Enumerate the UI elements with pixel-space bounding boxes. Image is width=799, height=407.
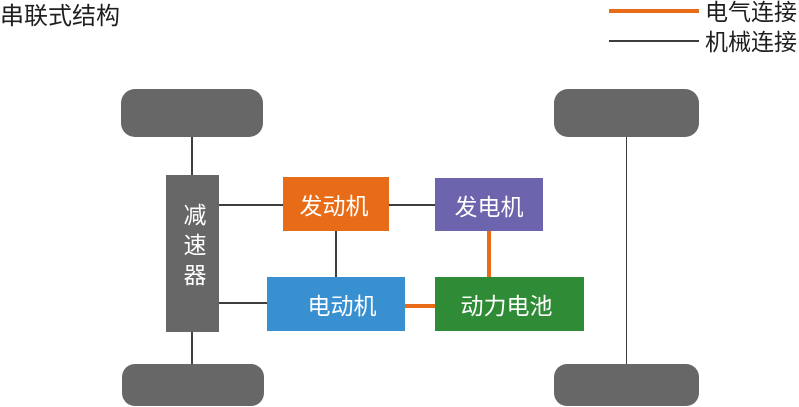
- link-reducer-rearleftwheel: [191, 332, 193, 364]
- electrical-line-swatch: [609, 8, 699, 13]
- node-motor: 电动机: [267, 277, 405, 331]
- link-generator-battery: [486, 231, 492, 277]
- link-engine-generator: [389, 204, 435, 206]
- legend-label-mechanical: 机械连接: [705, 30, 797, 55]
- battery-label: 动力电池: [460, 294, 553, 319]
- node-reducer: 减速器: [166, 175, 219, 332]
- reducer-label: 减速器: [180, 203, 205, 293]
- legend-label-electrical: 电气连接: [705, 0, 797, 25]
- link-reducer-motor: [219, 302, 267, 304]
- link-frontrightwheel-rearrightwheel: [625, 137, 628, 364]
- engine-label: 发动机: [299, 194, 369, 219]
- node-generator: 发电机: [435, 178, 543, 231]
- link-reducer-engine: [219, 204, 283, 206]
- link-motor-battery: [405, 303, 435, 309]
- wheel-front-left: [121, 89, 263, 137]
- wheel-rear-right: [554, 364, 699, 406]
- generator-label: 发电机: [454, 194, 524, 220]
- wheel-rear-left: [122, 364, 264, 406]
- motor-label: 电动机: [307, 294, 377, 319]
- mechanical-line-swatch: [609, 40, 699, 42]
- link-engine-motor: [335, 231, 337, 277]
- diagram-title: 串联式结构: [0, 4, 120, 30]
- wheel-front-right: [554, 89, 699, 137]
- node-battery: 动力电池: [435, 277, 584, 331]
- link-frontleftwheel-reducer: [191, 137, 193, 175]
- node-engine: 发动机: [283, 177, 389, 231]
